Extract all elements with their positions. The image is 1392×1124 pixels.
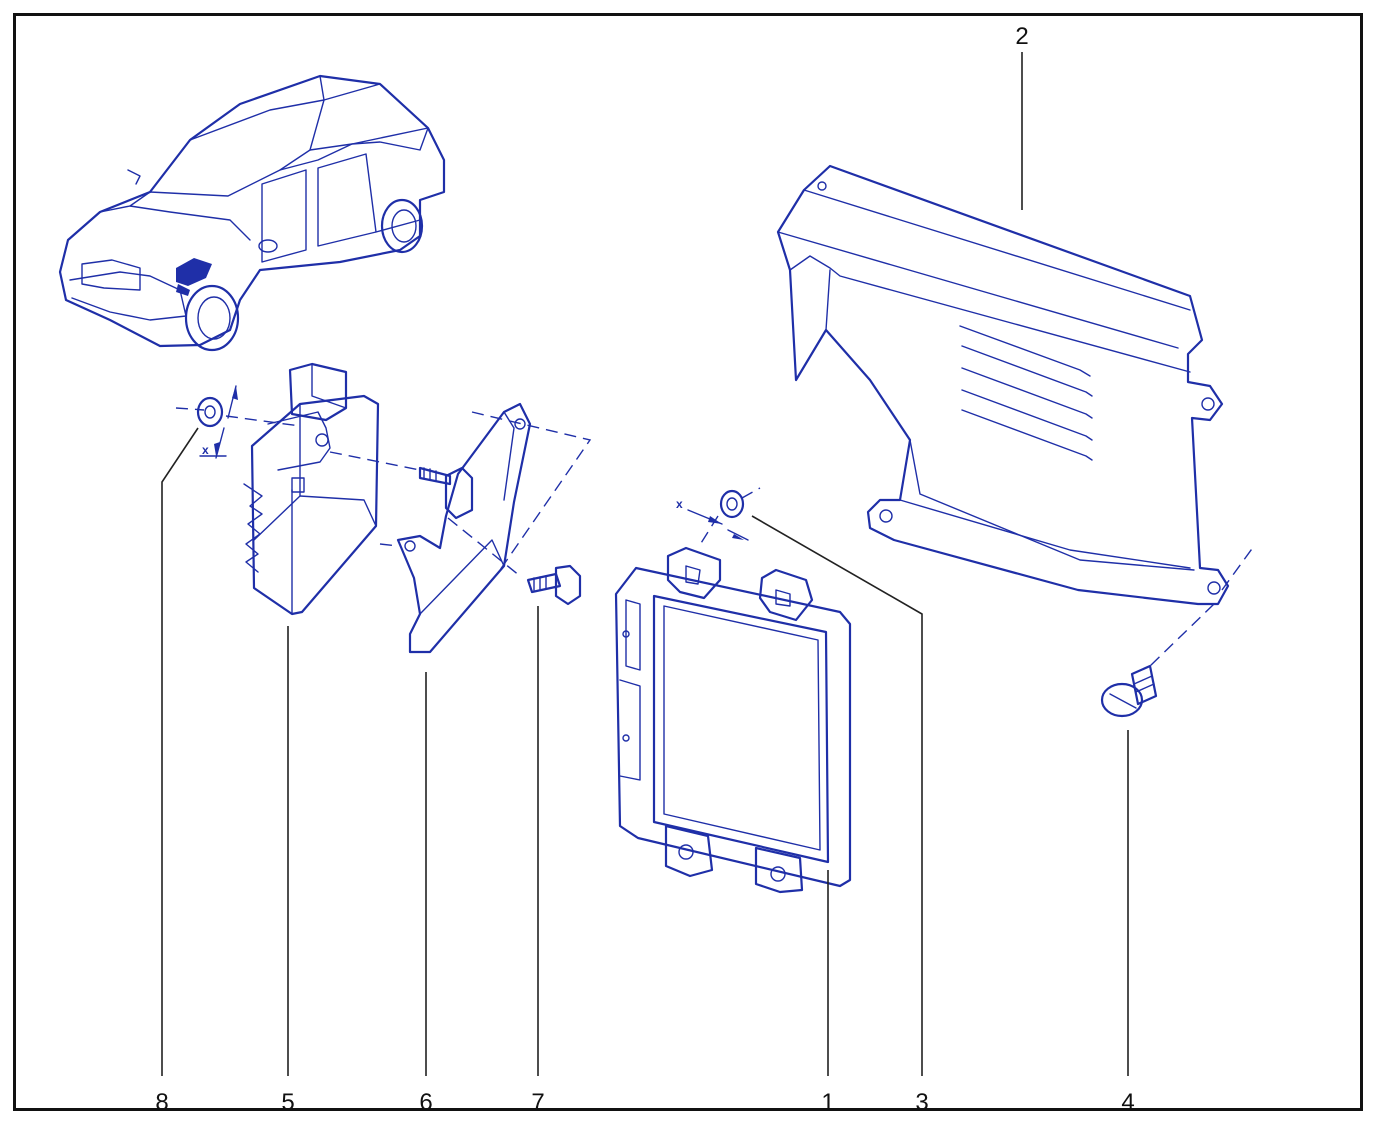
callout-5: 5 xyxy=(281,1089,294,1116)
diagram-frame xyxy=(13,13,1363,1111)
callout-1: 1 xyxy=(821,1089,834,1116)
dimension-mark-left: x xyxy=(199,385,238,459)
part-7-bolt xyxy=(526,564,582,606)
leader-lines xyxy=(161,52,1129,1076)
car-location-illustration xyxy=(58,74,446,352)
callout-6: 6 xyxy=(419,1089,432,1116)
part-6-bracket xyxy=(396,402,532,654)
part-4-screw xyxy=(1100,664,1158,718)
callout-3: 3 xyxy=(915,1089,928,1116)
callout-4: 4 xyxy=(1121,1089,1134,1116)
callout-7: 7 xyxy=(531,1089,544,1116)
dimension-mark-right: x xyxy=(676,497,749,541)
callout-numbers: 2 8 5 6 7 1 3 4 xyxy=(155,23,1134,1116)
dimension-label-right: x xyxy=(676,497,683,511)
part-3-nut xyxy=(719,489,745,519)
callout-2: 2 xyxy=(1015,23,1028,50)
callout-8: 8 xyxy=(155,1089,168,1116)
part-1-engine-ecu xyxy=(614,546,852,894)
bracket-stud xyxy=(418,466,452,486)
part-8-nut xyxy=(196,396,224,428)
part-2-ecu-cover xyxy=(776,164,1230,606)
part-5-module xyxy=(243,362,380,616)
dimension-label-left: x xyxy=(202,443,209,457)
assembly-lines xyxy=(175,407,1255,669)
